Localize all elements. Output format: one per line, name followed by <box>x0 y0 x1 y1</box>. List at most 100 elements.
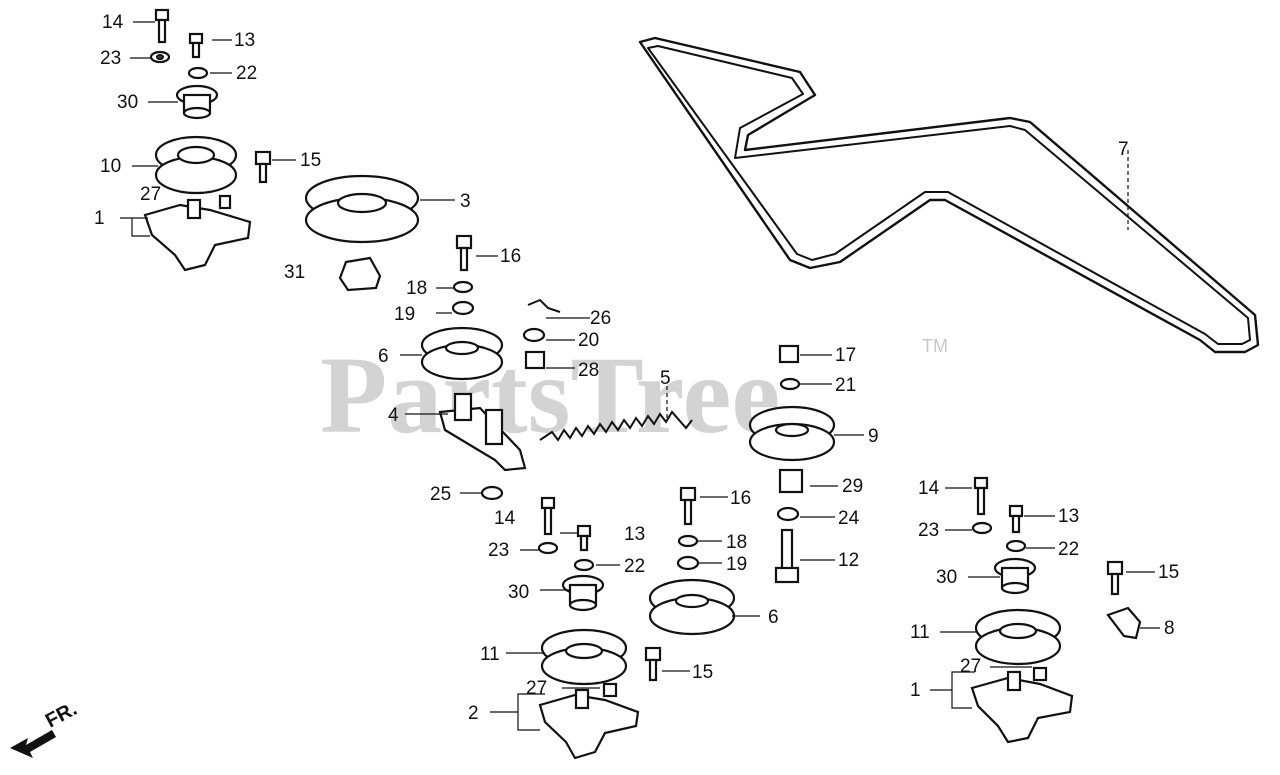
callout-23: 23 <box>488 540 509 561</box>
callout-22: 22 <box>236 63 257 84</box>
callout-5: 5 <box>660 368 671 389</box>
grease-fitting-27-right[interactable] <box>1032 666 1048 682</box>
callout-15: 15 <box>300 150 321 171</box>
callout-22: 22 <box>624 556 645 577</box>
washer-20[interactable] <box>522 327 546 343</box>
callout-14: 14 <box>494 508 516 529</box>
washer-18-bottom-center[interactable] <box>677 534 699 548</box>
callout-10: 10 <box>100 156 121 177</box>
callout-22: 22 <box>1058 539 1079 560</box>
washer-18-center[interactable] <box>452 280 474 294</box>
washer-23-top-left[interactable] <box>149 50 171 64</box>
bolt-12[interactable] <box>774 528 800 584</box>
bolt-13-top-left[interactable] <box>188 32 204 59</box>
bushing-29[interactable] <box>778 468 804 494</box>
washer-23-bottom-center[interactable] <box>537 541 559 555</box>
hub-cap-30-top-left[interactable] <box>175 84 219 120</box>
watermark-text: PartsTree <box>320 334 780 456</box>
pulley-9[interactable] <box>748 405 836 462</box>
callout-18: 18 <box>726 532 747 553</box>
callout-29: 29 <box>842 476 863 497</box>
bolt-15-right[interactable] <box>1106 560 1124 596</box>
callout-2: 2 <box>468 703 479 724</box>
washer-22-right[interactable] <box>1005 539 1027 553</box>
callout-6: 6 <box>768 607 779 628</box>
callout-24: 24 <box>838 508 860 529</box>
bolt-14-bottom-center[interactable] <box>540 496 556 536</box>
pulley-10[interactable] <box>154 135 238 195</box>
watermark-trademark: TM <box>922 336 948 356</box>
callout-27: 27 <box>526 678 547 699</box>
washer-25[interactable] <box>480 485 504 501</box>
pin-26[interactable] <box>527 298 561 313</box>
washer-23-right[interactable] <box>971 521 993 535</box>
callout-17: 17 <box>835 345 856 366</box>
callout-13: 13 <box>234 30 255 51</box>
callout-21: 21 <box>835 375 856 396</box>
hub-cap-30-right[interactable] <box>993 557 1037 595</box>
bolt-13-bottom-center[interactable] <box>576 524 592 552</box>
callout-8: 8 <box>1164 618 1175 639</box>
bolt-15-top-left[interactable] <box>254 150 272 184</box>
washer-19-bottom-center[interactable] <box>676 555 700 571</box>
callout-11: 11 <box>480 644 500 665</box>
nut-17[interactable] <box>778 344 800 364</box>
callout-9: 9 <box>868 426 879 447</box>
pulley-6-bottom-center[interactable] <box>648 578 736 636</box>
washer-21[interactable] <box>779 377 801 391</box>
pulley-6-center[interactable] <box>420 326 504 381</box>
callout-4: 4 <box>388 405 399 426</box>
bolt-14-top-left[interactable] <box>154 8 170 44</box>
callout-1: 1 <box>910 680 921 701</box>
callout-30: 30 <box>936 567 957 588</box>
callout-14: 14 <box>918 478 940 499</box>
callout-13: 13 <box>1058 506 1079 527</box>
front-direction-label: FR. <box>42 698 81 733</box>
bolt-16-center[interactable] <box>455 234 473 272</box>
callout-20: 20 <box>578 330 599 351</box>
callout-19: 19 <box>394 304 415 325</box>
bolt-16-bottom-center[interactable] <box>679 486 697 526</box>
bracket-8[interactable] <box>1106 606 1142 640</box>
callout-26: 26 <box>590 308 611 329</box>
callout-25: 25 <box>430 484 451 505</box>
callout-18: 18 <box>406 278 427 299</box>
callout-3: 3 <box>460 191 471 212</box>
callout-11: 11 <box>910 622 930 643</box>
grease-fitting-27-bottom-center[interactable] <box>602 682 618 698</box>
pulley-11-bottom-center[interactable] <box>540 628 628 686</box>
idler-arm-4[interactable] <box>438 392 527 472</box>
drive-belt[interactable] <box>638 36 1260 354</box>
bolt-13-right[interactable] <box>1008 504 1024 534</box>
callout-23: 23 <box>100 48 121 69</box>
callout-15: 15 <box>1158 562 1179 583</box>
bushing-28[interactable] <box>524 350 546 370</box>
pulley-3[interactable] <box>304 174 420 244</box>
washer-22-bottom-center[interactable] <box>573 558 595 572</box>
grease-fitting-27-top-left[interactable] <box>218 194 232 210</box>
callout-16: 16 <box>500 246 521 267</box>
callout-14: 14 <box>102 12 124 33</box>
spring-5[interactable] <box>539 410 693 442</box>
washer-22-top-left[interactable] <box>187 66 209 80</box>
hub-cap-30-bottom-center[interactable] <box>561 574 605 612</box>
washer-24[interactable] <box>776 506 800 522</box>
callout-27: 27 <box>140 184 161 205</box>
front-direction-arrow <box>10 730 56 758</box>
washer-19-center[interactable] <box>451 300 475 316</box>
bolt-14-right[interactable] <box>973 476 989 516</box>
callout-7: 7 <box>1118 139 1129 160</box>
pulley-11-right[interactable] <box>974 608 1062 666</box>
callout-6: 6 <box>378 346 389 367</box>
spindle-housing-2[interactable] <box>538 688 640 760</box>
callout-19: 19 <box>726 554 747 575</box>
callout-27: 27 <box>960 656 981 677</box>
cap-31[interactable] <box>338 256 382 292</box>
spindle-housing-1-top-left[interactable] <box>143 198 252 272</box>
spindle-housing-1-right[interactable] <box>970 670 1074 744</box>
callout-28: 28 <box>578 360 599 381</box>
callout-12: 12 <box>838 550 859 571</box>
callout-31: 31 <box>284 262 305 283</box>
bolt-15-bottom-center[interactable] <box>644 646 662 682</box>
